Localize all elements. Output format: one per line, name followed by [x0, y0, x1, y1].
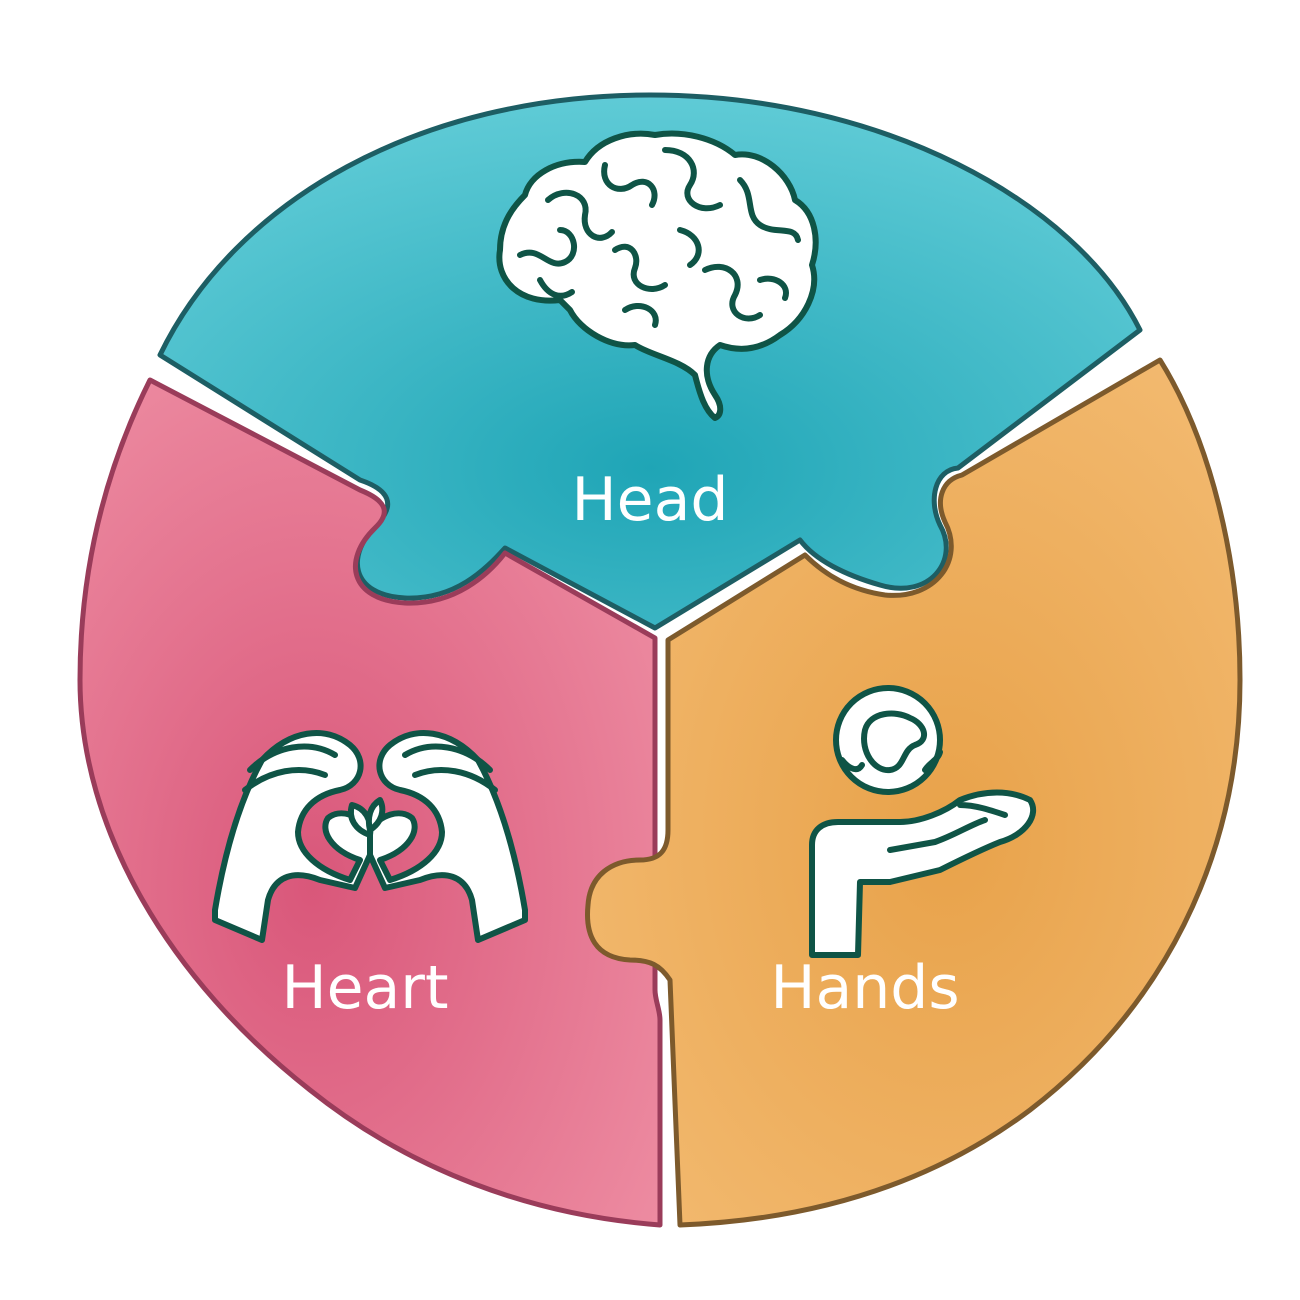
hands-label: Hands	[770, 953, 959, 1023]
hand-holding-globe-icon	[809, 685, 1037, 958]
hands-piece: Hands	[585, 357, 1243, 1228]
heart-piece: Heart	[77, 377, 663, 1228]
hands-piece-shape	[585, 357, 1243, 1228]
brain-icon	[496, 130, 819, 421]
heart-label: Heart	[282, 953, 449, 1023]
head-label: Head	[572, 465, 729, 535]
heart-hands-icon	[212, 730, 528, 943]
head-piece-shape	[157, 92, 1143, 631]
head-piece: Head	[157, 92, 1143, 631]
heart-piece-shape	[77, 377, 663, 1228]
